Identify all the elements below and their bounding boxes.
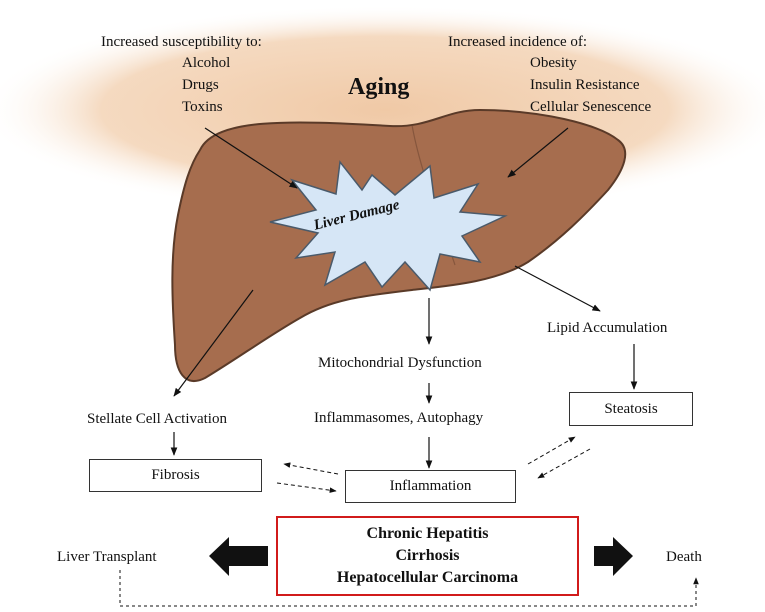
arrow-incidence	[507, 127, 569, 178]
stellate-cell-activation-label: Stellate Cell Activation	[87, 411, 227, 427]
susceptibility-item-drugs: Drugs	[182, 77, 219, 93]
incidence-heading: Increased incidence of:	[448, 34, 588, 50]
steatosis-box: Steatosis	[569, 392, 693, 426]
susceptibility-heading: Increased susceptibility to:	[101, 34, 262, 50]
arrow-to-stellate	[173, 289, 254, 397]
steatosis-label: Steatosis	[604, 400, 658, 417]
block-arrow-right	[594, 537, 633, 576]
dashed-arrow-inflammation-to-fibrosis	[283, 462, 339, 475]
outcome-hepatocellular-carcinoma: Hepatocellular Carcinoma	[336, 569, 519, 586]
outcome-chronic-hepatitis: Chronic Hepatitis	[366, 525, 489, 542]
outcomes-box: Chronic Hepatitis Cirrhosis Hepatocellul…	[276, 516, 579, 596]
fibrosis-label: Fibrosis	[151, 467, 200, 483]
inflammasomes-autophagy-label: Inflammasomes, Autophagy	[314, 410, 484, 426]
liver-transplant-label: Liver Transplant	[57, 549, 157, 565]
arrow-susceptibility	[204, 127, 298, 189]
liver-damage-burst	[269, 160, 508, 292]
aging-title: Aging	[348, 74, 410, 100]
dashed-connector-transplant-death	[119, 570, 699, 607]
incidence-item-obesity: Obesity	[530, 55, 577, 71]
arrow-to-lipid	[514, 265, 601, 312]
susceptibility-item-alcohol: Alcohol	[182, 55, 231, 71]
incidence-item-cellular-senescence: Cellular Senescence	[530, 99, 652, 115]
death-label: Death	[666, 549, 702, 565]
dashed-arrow-inflammation-to-steatosis	[527, 436, 576, 465]
block-arrow-left	[209, 537, 268, 576]
susceptibility-item-toxins: Toxins	[182, 99, 223, 115]
outcome-cirrhosis: Cirrhosis	[395, 547, 460, 564]
incidence-item-insulin-resistance: Insulin Resistance	[530, 77, 640, 93]
lipid-accumulation-label: Lipid Accumulation	[547, 320, 668, 336]
inflammation-box: Inflammation	[345, 470, 516, 503]
inflammation-label: Inflammation	[389, 478, 472, 494]
fibrosis-box: Fibrosis	[89, 459, 262, 492]
dashed-arrow-steatosis-to-inflammation	[537, 448, 591, 479]
mitochondrial-dysfunction-label: Mitochondrial Dysfunction	[318, 355, 482, 371]
dashed-arrow-fibrosis-to-inflammation	[276, 482, 337, 493]
